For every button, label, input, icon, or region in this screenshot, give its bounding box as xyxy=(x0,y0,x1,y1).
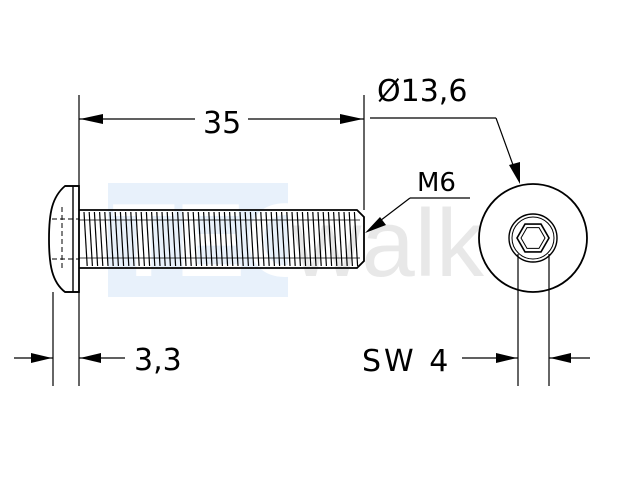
thread-line xyxy=(114,211,119,267)
arrowhead xyxy=(365,217,386,233)
thread-line xyxy=(135,211,140,267)
dimension-diameter xyxy=(370,117,520,184)
thread-line xyxy=(229,211,234,267)
arrowhead xyxy=(80,114,103,124)
thread-line xyxy=(208,211,213,267)
head-height-label: 3,3 xyxy=(134,343,182,378)
thread-line xyxy=(192,211,197,267)
thread-line xyxy=(109,211,114,267)
thread-line xyxy=(275,211,281,267)
socket-size-label: SW 4 xyxy=(362,344,451,379)
thread-line xyxy=(327,211,333,267)
thread-line xyxy=(255,211,260,267)
thread-line xyxy=(130,211,135,267)
thread-line xyxy=(145,211,151,267)
thread-line xyxy=(83,211,88,267)
thread-line xyxy=(171,211,177,267)
thread-line xyxy=(312,211,317,267)
thread-line xyxy=(119,211,125,267)
arrowhead xyxy=(80,353,101,363)
arrowhead xyxy=(550,353,571,363)
thread-line xyxy=(99,211,104,267)
hidden-socket-lines xyxy=(52,207,79,271)
thread-line xyxy=(187,211,192,267)
socket-recess-circle xyxy=(508,213,558,263)
hex-socket-inner xyxy=(520,227,546,249)
thread-line xyxy=(270,211,275,267)
length-label: 35 xyxy=(203,106,241,141)
thread-line xyxy=(223,211,229,267)
thread-line xyxy=(156,211,161,267)
arrowhead xyxy=(31,353,52,363)
screw-end-view xyxy=(478,183,588,293)
screw-head xyxy=(48,185,80,293)
thread-line xyxy=(125,211,130,267)
thread-line xyxy=(244,211,249,267)
arrowhead xyxy=(340,114,363,124)
dimension-head-height xyxy=(14,292,125,386)
thread-line xyxy=(177,211,182,267)
thread-line xyxy=(301,211,307,267)
thread-line xyxy=(338,211,343,267)
thread-line xyxy=(322,211,327,267)
thread-line xyxy=(307,211,312,267)
thread-line xyxy=(93,211,99,267)
thread-line xyxy=(296,211,301,267)
thread-line xyxy=(317,211,322,267)
dimension-socket xyxy=(462,254,590,386)
thread-line xyxy=(249,211,255,267)
thread-line xyxy=(151,211,156,267)
arrowhead xyxy=(496,353,517,363)
thread-line xyxy=(348,211,353,267)
thread-line xyxy=(286,211,291,267)
thread-line xyxy=(353,211,359,267)
screw-side-view xyxy=(48,185,365,293)
thread-line xyxy=(281,211,286,267)
dimension-length xyxy=(78,95,365,210)
diameter-label: Ø13,6 xyxy=(377,74,467,109)
thread-line xyxy=(260,211,265,267)
thread-label: M6 xyxy=(417,168,456,198)
thread-line xyxy=(166,211,171,267)
thread-line xyxy=(239,211,244,267)
thread-line xyxy=(343,211,348,267)
socket-inner-circle xyxy=(511,216,555,260)
head-circle xyxy=(478,183,588,293)
thread-lines xyxy=(79,211,360,267)
thread-line xyxy=(218,211,223,267)
thread-callout xyxy=(365,197,470,233)
arrowhead xyxy=(509,162,520,184)
thread-line xyxy=(291,211,296,267)
thread-line xyxy=(203,211,208,267)
thread-line xyxy=(213,211,218,267)
thread-line xyxy=(333,211,338,267)
hex-socket xyxy=(516,223,550,253)
thread-line xyxy=(182,211,187,267)
thread-line xyxy=(88,211,93,267)
thread-line xyxy=(140,211,145,267)
thread-shank xyxy=(79,209,365,269)
thread-line xyxy=(161,211,166,267)
thread-line xyxy=(104,211,109,267)
thread-line xyxy=(234,211,239,267)
thread-line xyxy=(265,211,270,267)
thread-line xyxy=(197,211,203,267)
